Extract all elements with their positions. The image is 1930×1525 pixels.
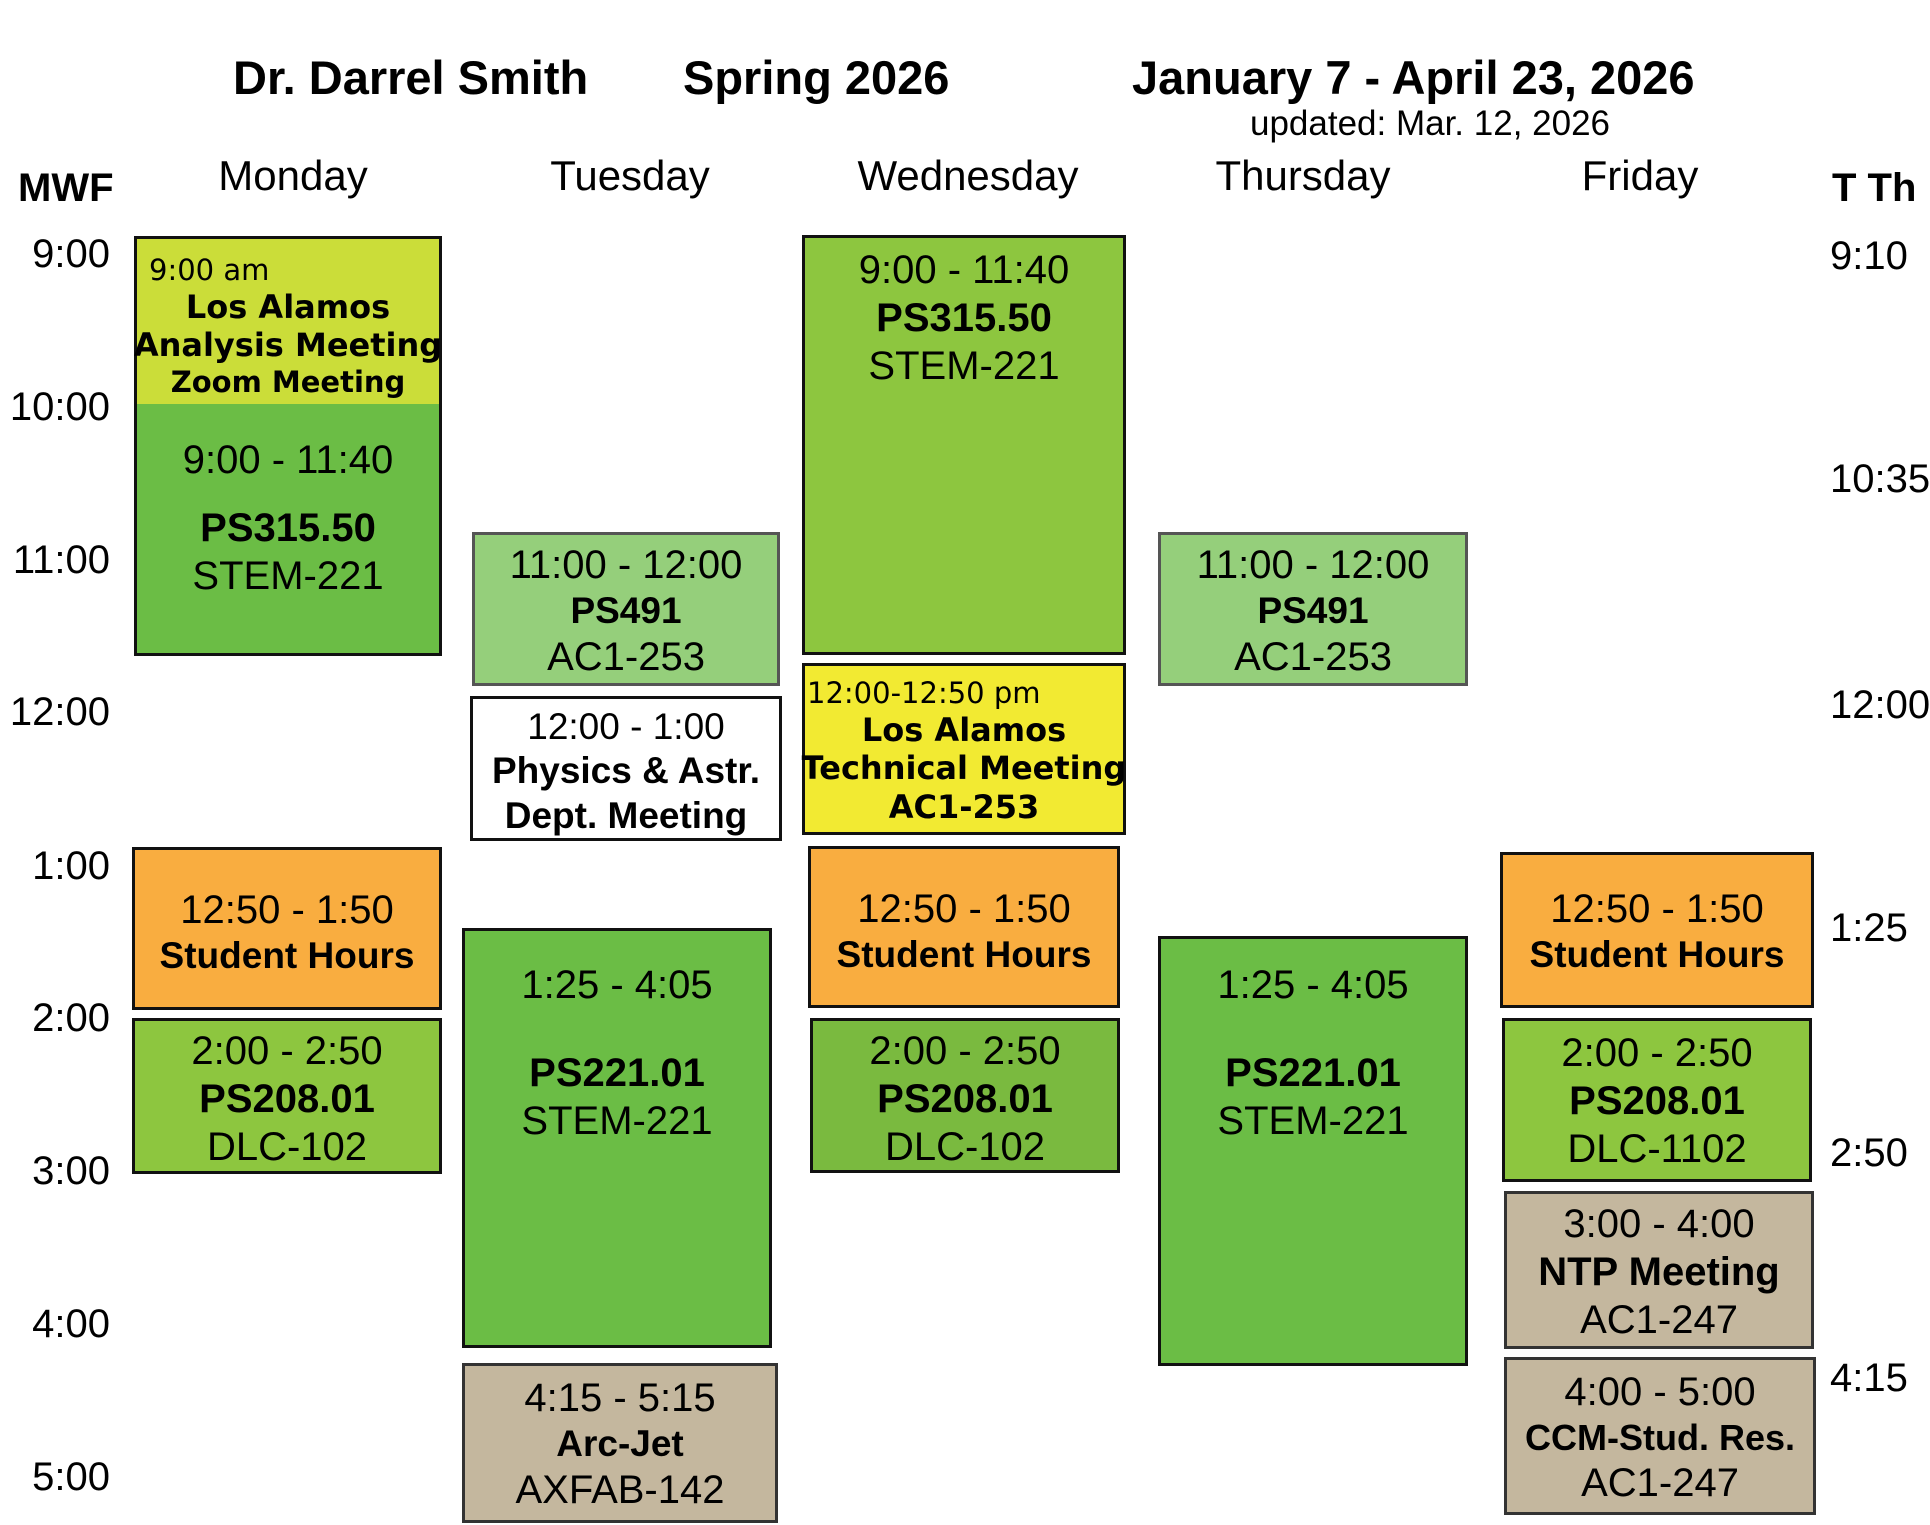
- event-title: Physics & Astr.: [491, 750, 761, 792]
- event-title: PS315.50: [200, 506, 376, 550]
- day-tuesday: Tuesday: [550, 152, 710, 199]
- time-label: 2:50: [1830, 1131, 1908, 1175]
- event-time: 1:25 - 4:05: [1217, 963, 1409, 1007]
- event-location: DLC-102: [206, 1125, 368, 1169]
- event-friday-ps208[interactable]: 2:00 - 2:50 PS208.01 DLC-1102: [1502, 1018, 1812, 1182]
- event-thursday-ps221[interactable]: 1:25 - 4:05 PS221.01 STEM-221: [1158, 936, 1468, 1366]
- time-label: 12:00: [9, 690, 110, 734]
- event-wednesday-ps208[interactable]: 2:00 - 2:50 PS208.01 DLC-102: [810, 1018, 1120, 1173]
- time-label: 1:00: [32, 844, 110, 888]
- event-friday-ccm[interactable]: 4:00 - 5:00 CCM-Stud. Res. AC1-247: [1504, 1357, 1816, 1515]
- time-label: 2:00: [32, 996, 110, 1040]
- time-label: 12:00: [1830, 683, 1930, 727]
- event-title: Student Hours: [159, 935, 415, 976]
- event-title: PS208.01: [199, 1077, 375, 1121]
- time-label: 4:00: [32, 1302, 110, 1346]
- term-dates: January 7 - April 23, 2026: [1132, 51, 1695, 104]
- event-tuesday-arc-jet[interactable]: 4:15 - 5:15 Arc-Jet AXFAB-142: [462, 1363, 778, 1523]
- event-title-line2: Analysis Meeting: [133, 326, 443, 365]
- event-tuesday-dept-meeting[interactable]: 12:00 - 1:00 Physics & Astr. Dept. Meeti…: [470, 696, 782, 841]
- day-wednesday: Wednesday: [857, 152, 1079, 199]
- event-friday-student-hours[interactable]: 12:50 - 1:50 Student Hours: [1500, 852, 1814, 1008]
- mwf-label: MWF: [18, 166, 114, 210]
- time-label: 3:00: [32, 1149, 110, 1193]
- tth-label: T Th: [1832, 166, 1917, 210]
- event-location: AXFAB-142: [515, 1468, 725, 1513]
- time-label: 10:35: [1830, 457, 1930, 501]
- event-title: PS208.01: [1569, 1079, 1745, 1123]
- event-location: AC1-253: [547, 635, 705, 680]
- event-time: 4:00 - 5:00: [1564, 1370, 1756, 1414]
- event-time: 1:25 - 4:05: [521, 963, 713, 1007]
- event-time: 9:00 - 11:40: [858, 248, 1070, 292]
- time-label: 9:10: [1830, 234, 1908, 278]
- event-title-line2: Technical Meeting: [801, 749, 1127, 788]
- event-time: 9:00 - 11:40: [182, 438, 394, 482]
- event-title: CCM-Stud. Res.: [1525, 1417, 1795, 1458]
- event-title: Student Hours: [1529, 934, 1785, 975]
- event-location: STEM-221: [868, 344, 1060, 388]
- event-time: 11:00 - 12:00: [1196, 543, 1430, 587]
- day-friday: Friday: [1581, 152, 1699, 199]
- event-time: 12:50 - 1:50: [857, 887, 1071, 931]
- event-monday-student-hours[interactable]: 12:50 - 1:50 Student Hours: [132, 847, 442, 1010]
- event-thursday-ps491[interactable]: 11:00 - 12:00 PS491 AC1-253: [1158, 532, 1468, 686]
- event-time: 4:15 - 5:15: [524, 1376, 716, 1420]
- day-thursday: Thursday: [1215, 152, 1391, 199]
- time-label: 11:00: [12, 538, 110, 582]
- event-time: 12:00-12:50 pm: [807, 676, 1041, 710]
- event-tuesday-ps491[interactable]: 11:00 - 12:00 PS491 AC1-253: [472, 532, 780, 686]
- event-time: 9:00 am: [149, 253, 270, 287]
- time-label: 4:15: [1830, 1356, 1908, 1400]
- event-monday-ps315[interactable]: 9:00 - 11:40 PS315.50 STEM-221: [134, 404, 442, 656]
- event-location: DLC-102: [884, 1125, 1046, 1169]
- event-title: PS491: [570, 590, 682, 631]
- event-location: AC1-247: [1581, 1461, 1739, 1506]
- event-location: Dept. Meeting: [504, 794, 748, 836]
- event-tuesday-ps221[interactable]: 1:25 - 4:05 PS221.01 STEM-221: [462, 928, 772, 1348]
- event-title: PS491: [1257, 590, 1369, 631]
- event-wednesday-ps315[interactable]: 9:00 - 11:40 PS315.50 STEM-221: [802, 235, 1126, 655]
- event-location: Zoom Meeting: [170, 364, 406, 399]
- event-time: 2:00 - 2:50: [1561, 1031, 1753, 1075]
- event-title: Los Alamos: [861, 710, 1067, 749]
- event-title: Arc-Jet: [556, 1423, 684, 1464]
- event-title: PS208.01: [877, 1077, 1053, 1121]
- event-time: 3:00 - 4:00: [1563, 1202, 1755, 1246]
- time-label: 10:00: [9, 385, 110, 429]
- event-title: PS221.01: [1225, 1051, 1401, 1095]
- event-time: 12:50 - 1:50: [1550, 887, 1764, 931]
- day-monday: Monday: [218, 152, 368, 199]
- event-time: 11:00 - 12:00: [509, 543, 743, 587]
- time-label: 1:25: [1830, 906, 1908, 950]
- event-title: PS315.50: [876, 296, 1052, 340]
- event-wednesday-los-alamos-technical[interactable]: 12:00-12:50 pm Los Alamos Technical Meet…: [802, 663, 1126, 835]
- event-location: STEM-221: [1217, 1099, 1409, 1143]
- event-monday-los-alamos-analysis[interactable]: 9:00 am Los Alamos Analysis Meeting Zoom…: [134, 236, 442, 407]
- event-location: AC1-253: [888, 787, 1040, 826]
- event-title: NTP Meeting: [1538, 1250, 1780, 1294]
- event-friday-ntp-meeting[interactable]: 3:00 - 4:00 NTP Meeting AC1-247: [1504, 1191, 1814, 1349]
- event-title: Student Hours: [836, 934, 1092, 975]
- event-location: STEM-221: [521, 1099, 713, 1143]
- event-time: 2:00 - 2:50: [191, 1029, 383, 1073]
- time-label: 9:00: [32, 232, 110, 276]
- instructor-name: Dr. Darrel Smith: [233, 51, 589, 104]
- event-location: DLC-1102: [1567, 1127, 1747, 1171]
- event-time: 12:00 - 1:00: [527, 706, 725, 747]
- event-title: PS221.01: [529, 1051, 705, 1095]
- event-location: STEM-221: [192, 554, 384, 598]
- updated-date: updated: Mar. 12, 2026: [1250, 104, 1610, 143]
- event-location: AC1-253: [1234, 635, 1392, 680]
- term-title: Spring 2026: [683, 51, 950, 104]
- event-wednesday-student-hours[interactable]: 12:50 - 1:50 Student Hours: [808, 846, 1120, 1008]
- event-time: 12:50 - 1:50: [180, 888, 394, 932]
- event-time: 2:00 - 2:50: [869, 1029, 1061, 1073]
- time-label: 5:00: [32, 1455, 110, 1499]
- event-location: AC1-247: [1580, 1298, 1738, 1342]
- event-title: Los Alamos: [185, 287, 391, 326]
- event-monday-ps208[interactable]: 2:00 - 2:50 PS208.01 DLC-102: [132, 1018, 442, 1174]
